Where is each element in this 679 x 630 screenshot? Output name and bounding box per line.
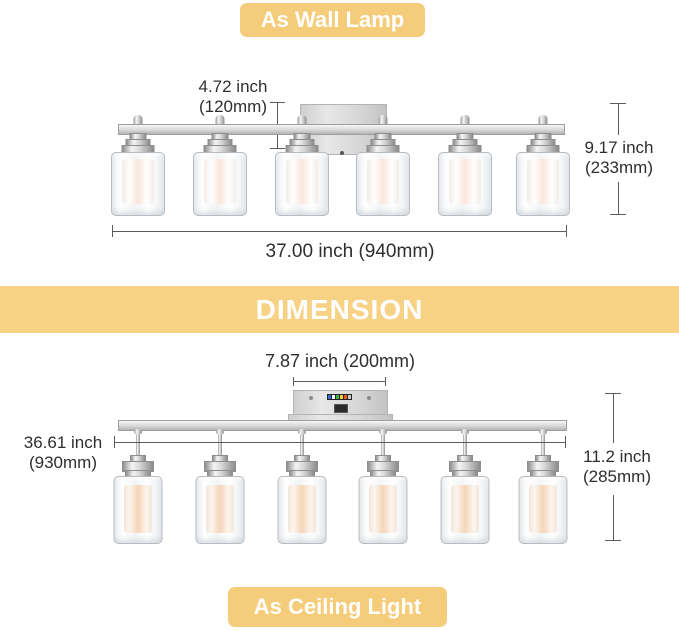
stem-joint [134,429,142,435]
frosted-inner-diffuser [206,485,234,533]
label-dot [328,395,331,399]
finial [460,115,470,125]
dim-text: 9.17 inch [584,138,654,157]
stem-rod [381,433,385,457]
dim-text: (233mm) [584,158,653,178]
frosted-inner-diffuser [529,485,557,533]
finial [538,115,548,125]
stem-rod [300,433,304,457]
dim-text: 4.72 inch [198,77,268,96]
dim-text: 11.2 inch [583,447,651,466]
stem-joint [216,429,224,435]
canopy-spec-label [327,394,352,400]
frosted-inner-diffuser [451,485,479,533]
dimension-banner: DIMENSION [0,286,679,333]
dim-line-total-height-lower [618,182,619,214]
dim-ceiling-width-label: 36.61 inch (930mm) [16,433,110,474]
stem-rod [218,433,222,457]
dim-tick [385,377,386,386]
dim-tick [565,436,566,448]
dim-line-ceiling-height-lower [613,495,614,540]
frosted-inner-diffuser [286,159,318,204]
wall-lamp-badge-label: As Wall Lamp [260,7,405,32]
dim-line-ceiling-width [114,442,565,443]
dim-line-wall-width [112,231,567,232]
dim-line-canopy-width [293,381,386,382]
finial [133,115,143,125]
stem-rod [463,433,467,457]
label-dot [348,395,351,399]
dim-backplate-height-label: 4.72 inch (120mm) [185,77,281,118]
dimension-banner-label: DIMENSION [255,293,424,325]
canopy-barcode [334,404,348,413]
dim-cap [605,540,621,541]
dim-line-total-height-upper [618,103,619,135]
dim-text: 36.61 inch [23,433,103,452]
stem-rod [136,433,140,457]
ceiling-light-bar [118,420,567,431]
finial [297,115,307,125]
stem-rod [541,433,545,457]
frosted-inner-diffuser [288,485,316,533]
wall-lamp-badge: As Wall Lamp [240,3,425,37]
stem-joint [461,429,469,435]
ceiling-light-badge: As Ceiling Light [228,587,447,627]
dim-tick [566,225,567,237]
canopy-screw [367,396,371,400]
label-dot [332,395,335,399]
stem-joint [539,429,547,435]
ceiling-light-badge-label: As Ceiling Light [253,594,422,619]
stem-joint [379,429,387,435]
label-dot [336,395,339,399]
dim-line-ceiling-height-upper [613,393,614,443]
frosted-inner-diffuser [367,159,399,204]
frosted-inner-diffuser [124,485,152,533]
finial [215,115,225,125]
frosted-inner-diffuser [369,485,397,533]
dim-total-height-label: 9.17 inch (233mm) [574,138,664,179]
backplate-screw [340,151,344,155]
wall-lamp-bar [118,124,565,135]
dim-canopy-width-label: 7.87 inch (200mm) [264,351,416,371]
dim-wall-width-label: 37.00 inch (940mm) [265,241,435,262]
frosted-inner-diffuser [527,159,559,204]
dim-text: (120mm) [198,97,267,117]
frosted-inner-diffuser [122,159,154,204]
stem-joint [298,429,306,435]
dim-ceiling-height-label: 11.2 inch (285mm) [571,447,663,488]
dim-text: (930mm) [28,453,97,473]
canopy-screw [309,396,313,400]
dim-cap [270,148,285,149]
finial [378,115,388,125]
label-dot [340,395,343,399]
dim-text: (285mm) [582,467,651,487]
frosted-inner-diffuser [204,159,236,204]
label-dot [344,395,347,399]
frosted-inner-diffuser [449,159,481,204]
dim-cap [610,214,626,215]
